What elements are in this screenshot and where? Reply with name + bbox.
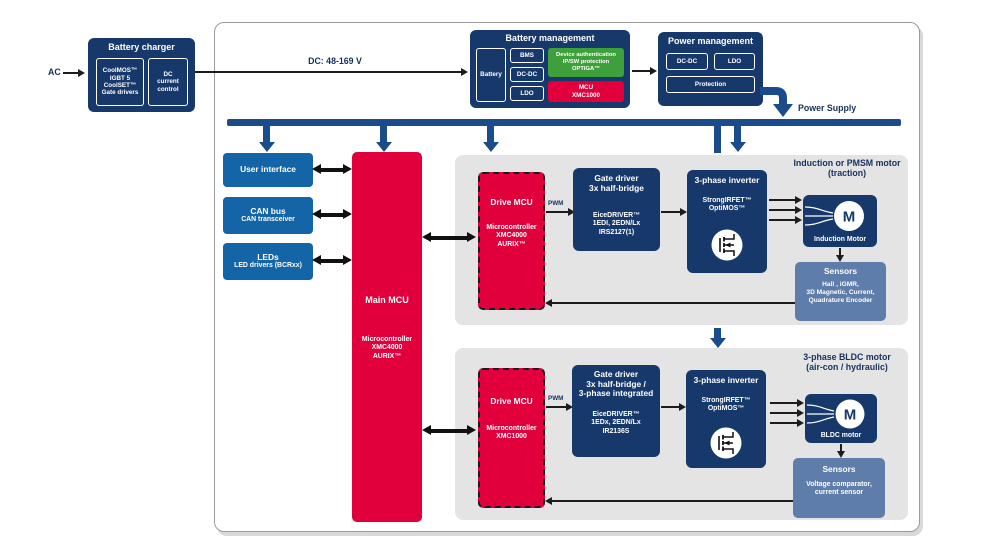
can-bus-box: CAN bus CAN transceiver — [223, 197, 313, 234]
induction-motor-label: Induction Motor — [813, 235, 867, 243]
main-mcu-title: Main MCU — [365, 295, 409, 305]
motor-sensors-arrow-top — [836, 248, 843, 262]
can-bus-title: CAN bus — [250, 205, 286, 216]
bldc-inverter-sub: StrongIRFET™ OptiMOS™ — [701, 397, 751, 413]
sensors-feedback-top — [545, 299, 795, 306]
ac-arrow — [63, 69, 85, 76]
dc-link-arrow — [195, 68, 468, 75]
traction-sensors-sub: Hall , iGMR, 3D Magnetic, Current, Quadr… — [806, 281, 875, 305]
traction-sensors-box: Sensors Hall , iGMR, 3D Magnetic, Curren… — [795, 262, 886, 321]
gd-inverter-arrow-top — [661, 208, 687, 215]
motor-icon: M — [804, 201, 864, 231]
traction-inverter-sub: StrongIRFET™ OptiMOS™ — [702, 197, 752, 213]
power-management-title: Power management — [667, 36, 754, 46]
user-interface-box: User interface — [223, 153, 313, 187]
gd-inverter-arrow-bottom — [661, 403, 686, 410]
device-authentication-cell: Device authentication IP/SW protection O… — [548, 48, 624, 77]
phase-line-top-1 — [769, 196, 802, 203]
bldc-sensors-box: Sensors Voltage comparator, current sens… — [793, 458, 885, 518]
bus-drop-bldc-inverter-stub — [714, 126, 721, 153]
bldc-gate-driver-sub: EiceDRIVER™ 1EDx, 2EDN/Lx IR2136S — [591, 411, 641, 435]
bldc-sensors-sub: Voltage comparator, current sensor — [806, 481, 872, 497]
bms-cell: BMS — [510, 48, 544, 63]
svg-text:M: M — [843, 209, 856, 226]
battery-management-title: Battery management — [505, 33, 595, 43]
phase-line-bottom-1 — [770, 399, 804, 406]
sensors-feedback-bottom — [545, 497, 793, 504]
can-mcu-arrow — [312, 209, 352, 220]
ldo-cell: LDO — [510, 86, 544, 101]
pm-ldo-cell: LDO — [714, 53, 755, 70]
traction-sensors-title: Sensors — [823, 266, 858, 276]
mcu-drive-bottom-arrow — [422, 425, 476, 436]
bldc-gate-driver-box: Gate driver 3x half-bridge / 3-phase int… — [572, 365, 660, 457]
traction-drive-mcu-title: Drive MCU — [490, 197, 533, 207]
main-mcu-sub: Microcontroller XMC4000 AURIX™ — [361, 336, 413, 360]
bus-drop-bldc-inverter — [709, 328, 726, 348]
phase-line-bottom-2 — [770, 409, 804, 416]
battery-charger-title: Battery charger — [108, 42, 175, 52]
dcdc-cell: DC-DC — [510, 67, 544, 82]
leds-title: LEDs — [257, 251, 279, 262]
induction-motor-box: M Induction Motor — [803, 195, 877, 247]
bus-drop-drive-mcu — [482, 126, 499, 152]
can-bus-sub: CAN transceiver — [241, 216, 295, 224]
ac-label: AC — [48, 67, 61, 77]
motor-sensors-arrow-bottom — [837, 444, 844, 458]
traction-gate-driver-title: Gate driver 3x half-bridge — [589, 173, 644, 193]
bldc-drive-mcu-title: Drive MCU — [490, 396, 533, 406]
bm-mcu-cell: MCU XMC1000 — [548, 81, 624, 102]
bm-to-pm-arrow — [632, 67, 657, 74]
bldc-inverter-title: 3-phase inverter — [693, 375, 759, 385]
power-supply-bus — [227, 119, 901, 126]
battery-management-box: Battery management Battery BMS DC-DC LDO… — [470, 30, 630, 108]
mcu-drive-top-arrow — [422, 232, 476, 243]
power-supply-elbow-arrow — [760, 87, 793, 117]
pwm-arrow-top — [546, 208, 575, 215]
main-mcu-box: Main MCU Microcontroller XMC4000 AURIX™ — [352, 152, 422, 522]
svg-text:M: M — [844, 407, 857, 424]
mosfet-icon — [711, 229, 743, 261]
bldc-motor-label: BLDC motor — [820, 431, 862, 439]
bldc-inverter-box: 3-phase inverter StrongIRFET™ OptiMOS™ — [686, 370, 766, 468]
traction-heading: Induction or PMSM motor (traction) — [793, 158, 901, 179]
battery-cell: Battery — [476, 48, 506, 102]
bldc-heading: 3-phase BLDC motor (air-con / hydraulic) — [803, 352, 891, 373]
bldc-sensors-title: Sensors — [822, 464, 856, 474]
motor-icon: M — [806, 399, 865, 429]
pwm-label-top: PWM — [548, 200, 564, 207]
traction-inverter-title: 3-phase inverter — [694, 175, 760, 185]
leds-sub: LED drivers (BCRxx) — [234, 262, 302, 270]
user-interface-label: User interface — [240, 164, 296, 175]
traction-drive-mcu-box: Drive MCU Microcontroller XMC4000 AURIX™ — [478, 172, 545, 310]
traction-inverter-box: 3-phase inverter StrongIRFET™ OptiMOS™ — [687, 170, 767, 273]
bus-drop-traction-inverter — [729, 126, 746, 152]
battery-charger-box: Battery charger CoolMOS™ IGBT 5 CoolSET™… — [88, 38, 195, 112]
pm-dcdc-cell: DC-DC — [666, 53, 708, 70]
bldc-gate-driver-title: Gate driver 3x half-bridge / 3-phase int… — [578, 369, 654, 399]
phase-line-top-2 — [769, 206, 802, 213]
leds-mcu-arrow — [312, 255, 352, 266]
ui-mcu-arrow — [312, 164, 352, 175]
battery-charger-switch-cell: CoolMOS™ IGBT 5 CoolSET™ Gate drivers — [96, 58, 144, 106]
bus-drop-user-interface — [258, 126, 275, 152]
phase-line-bottom-3 — [770, 419, 804, 426]
traction-gate-driver-box: Gate driver 3x half-bridge EiceDRIVER™ 1… — [573, 168, 660, 251]
pm-protection-cell: Protection — [666, 76, 755, 93]
pwm-arrow-bottom — [546, 403, 573, 410]
leds-box: LEDs LED drivers (BCRxx) — [223, 243, 313, 280]
bus-drop-main-mcu — [375, 126, 392, 152]
mosfet-icon — [710, 427, 742, 459]
dc-link-label: DC: 48-169 V — [308, 56, 362, 66]
power-supply-label: Power Supply — [798, 103, 857, 113]
bldc-drive-mcu-box: Drive MCU Microcontroller XMC1000 — [478, 368, 545, 508]
traction-gate-driver-sub: EiceDRIVER™ 1EDI, 2EDN/Lx IRS2127(1) — [592, 212, 641, 236]
pwm-label-bottom: PWM — [548, 395, 564, 402]
bldc-motor-box: M BLDC motor — [805, 394, 877, 443]
bldc-drive-mcu-sub: Microcontroller XMC1000 — [486, 425, 537, 441]
phase-line-top-3 — [769, 216, 802, 223]
battery-charger-dc-control-cell: DC current control — [148, 58, 188, 106]
power-management-box: Power management DC-DC LDO Protection — [658, 32, 763, 106]
traction-drive-mcu-sub: Microcontroller XMC4000 AURIX™ — [486, 224, 537, 248]
